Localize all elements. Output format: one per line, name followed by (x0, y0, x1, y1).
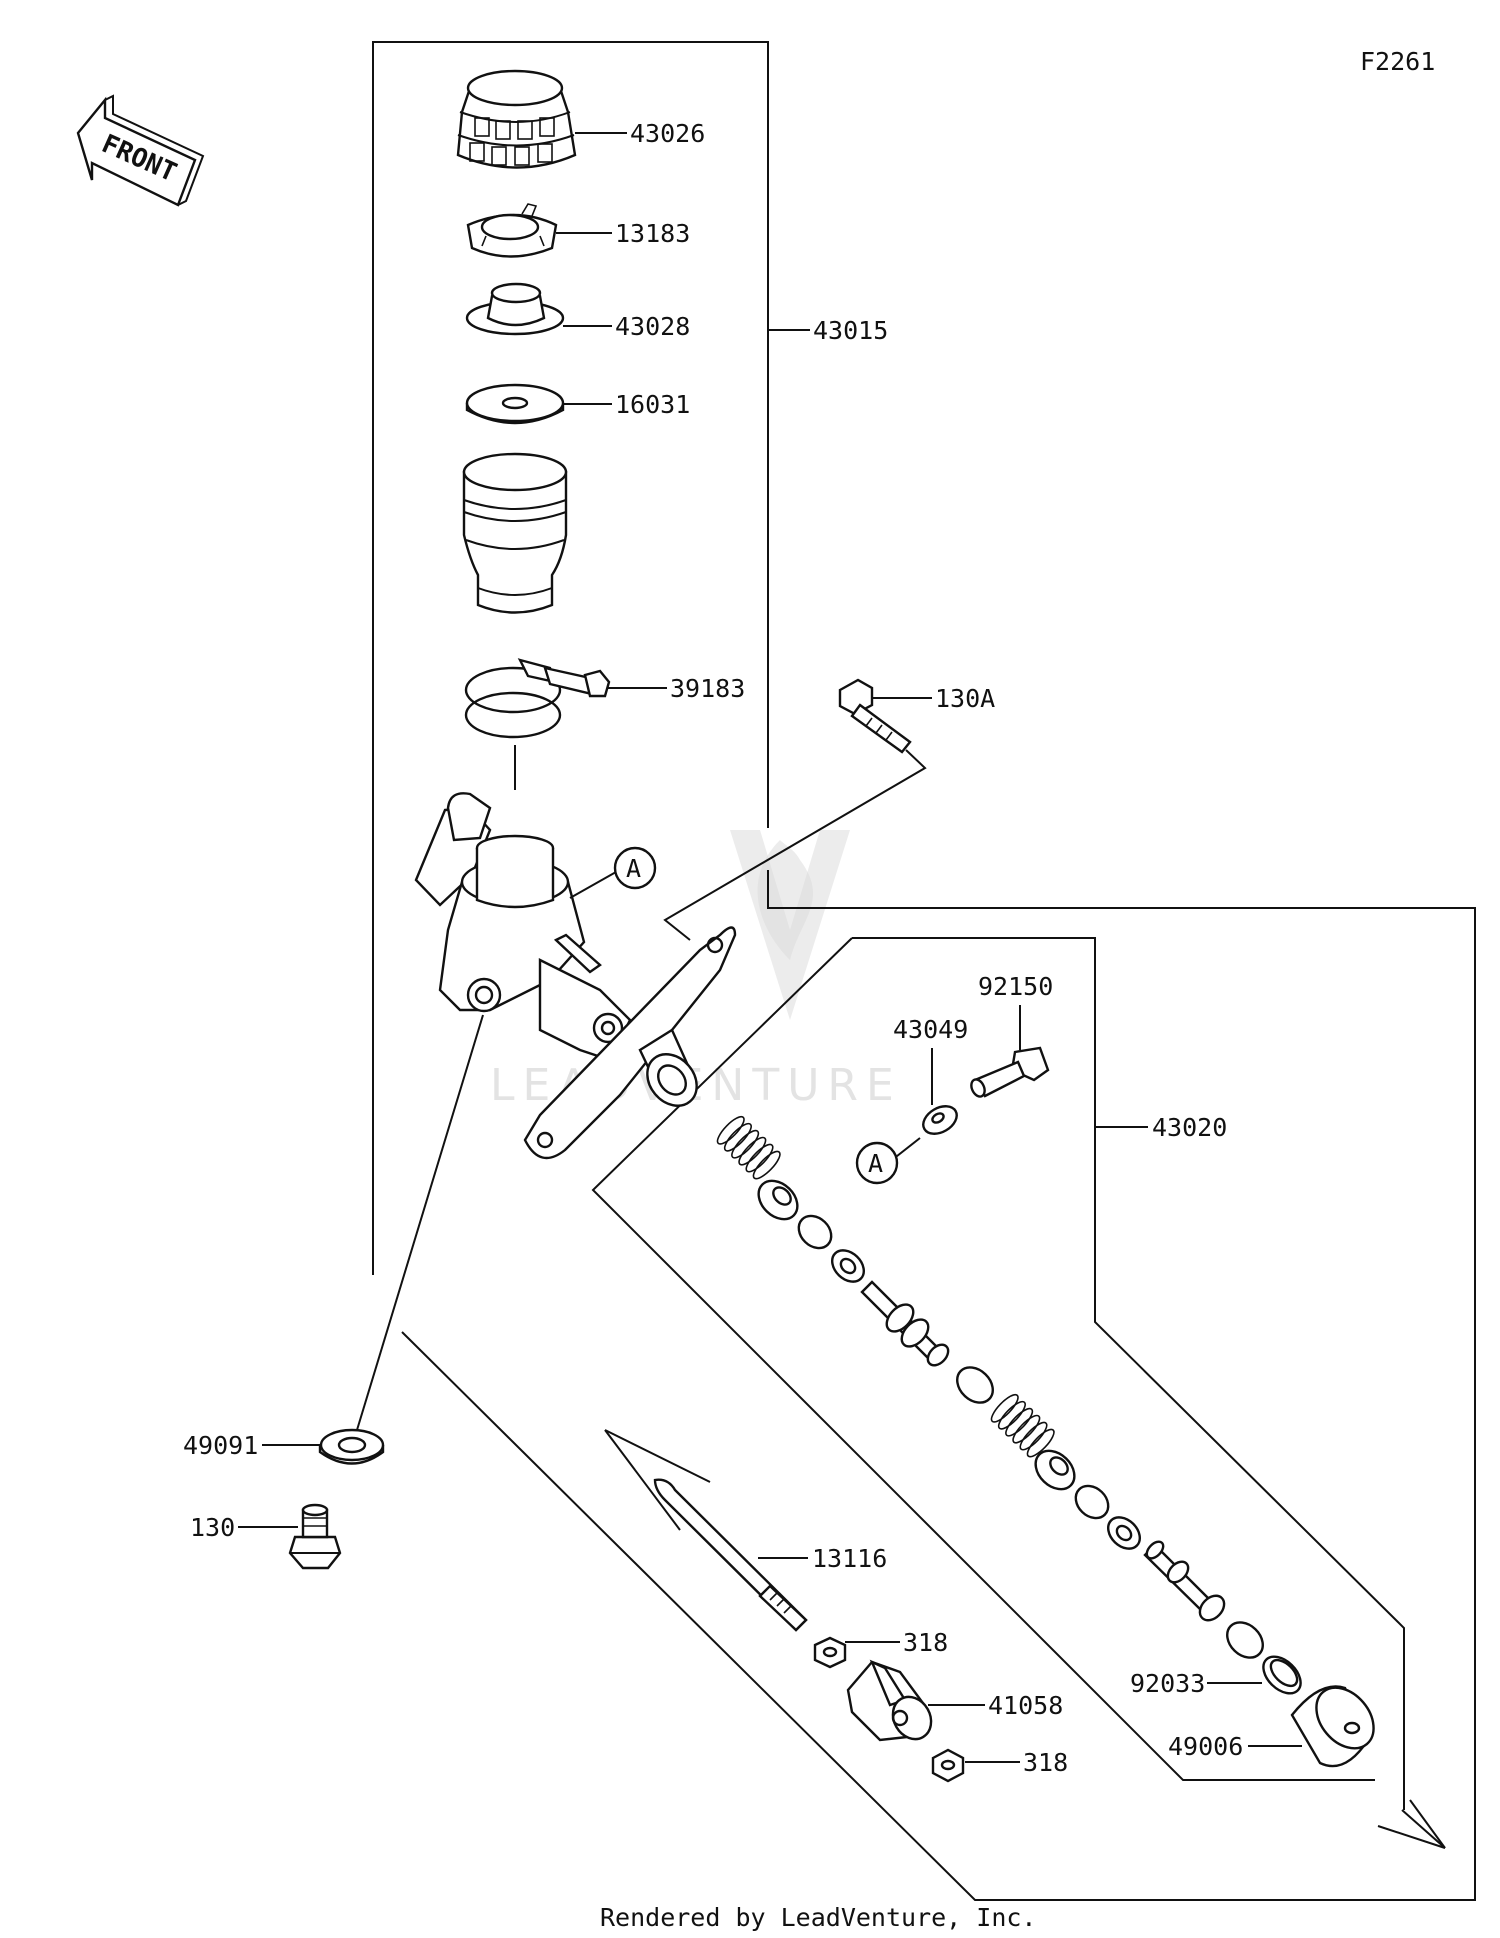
callout-43015: 43015 (813, 316, 888, 345)
svg-text:318: 318 (903, 1628, 948, 1657)
callout-318-a: 318 (845, 1628, 948, 1657)
svg-text:39183: 39183 (670, 674, 745, 703)
push-rod-guide (604, 1429, 1446, 1849)
front-arrow-icon: FRONT (76, 94, 205, 207)
svg-text:16031: 16031 (615, 390, 690, 419)
reservoir-body (462, 452, 568, 614)
callout-43026: 43026 (575, 119, 705, 148)
leader-49091-to-cylinder (356, 1014, 484, 1431)
reservoir-cap (456, 69, 577, 169)
svg-text:A: A (626, 854, 641, 883)
callout-43028: 43028 (563, 312, 690, 341)
assembly-43020-outline (591, 937, 1405, 1810)
svg-text:92033: 92033 (1130, 1669, 1205, 1698)
clevis (846, 1659, 933, 1742)
valve-stem-2 (1143, 1540, 1226, 1622)
svg-text:318: 318 (1023, 1748, 1068, 1777)
cup-3 (956, 1366, 994, 1404)
callout-39183: 39183 (608, 674, 745, 703)
svg-text:13116: 13116 (812, 1544, 887, 1573)
svg-text:49091: 49091 (183, 1431, 258, 1460)
callout-43049: 43049 (893, 1015, 968, 1105)
callout-49091: 49091 (183, 1431, 320, 1460)
washer-4 (1107, 1516, 1141, 1550)
svg-text:92150: 92150 (978, 972, 1053, 1001)
svg-text:43015: 43015 (813, 316, 888, 345)
dust-boot (1290, 1685, 1375, 1768)
callout-92150: 92150 (978, 972, 1053, 1050)
callout-16031: 16031 (563, 390, 690, 419)
circlip (1262, 1655, 1302, 1695)
valve-stem-1 (860, 1280, 950, 1367)
svg-text:43020: 43020 (1152, 1113, 1227, 1142)
hose-clamp (464, 658, 611, 739)
bolt-130A (838, 678, 912, 754)
svg-text:41058: 41058 (988, 1691, 1063, 1720)
cup-4 (1074, 1484, 1110, 1520)
svg-text:43026: 43026 (630, 119, 705, 148)
svg-text:130A: 130A (935, 684, 995, 713)
footer-credit: Rendered by LeadVenture, Inc. (600, 1903, 1037, 1932)
callout-318-b: 318 (965, 1748, 1068, 1777)
ref-marker-a-top: A (569, 846, 657, 899)
bleeder-cap (922, 1105, 958, 1135)
ref-marker-a-bottom: A (855, 1137, 921, 1185)
master-cylinder (414, 745, 737, 1160)
washer-2 (831, 1249, 865, 1283)
push-rod (653, 1478, 808, 1632)
cup-5 (1226, 1621, 1264, 1659)
figure-code: F2261 (1360, 47, 1435, 76)
callout-49006: 49006 (1168, 1732, 1302, 1761)
svg-text:43049: 43049 (893, 1015, 968, 1044)
piston-spring-2 (990, 1393, 1055, 1458)
primary-cup-2 (1034, 1449, 1076, 1491)
callout-130A: 130A (872, 684, 995, 713)
diaphragm (465, 282, 565, 336)
svg-text:43028: 43028 (615, 312, 690, 341)
reservoir-plate (466, 203, 558, 258)
bleeder-screw (970, 1046, 1050, 1098)
sealing-washer (318, 1428, 385, 1465)
leader-130A-to-cylinder (663, 749, 927, 941)
bolt-130 (288, 1503, 342, 1570)
assembly-43015-outline (372, 41, 1476, 1901)
lock-nut-1 (813, 1636, 847, 1669)
callout-13116: 13116 (758, 1544, 887, 1573)
callout-92033: 92033 (1130, 1669, 1262, 1698)
lock-nut-2 (931, 1748, 965, 1783)
callout-130: 130 (190, 1513, 298, 1542)
reservoir-washer (465, 383, 565, 425)
callout-41058: 41058 (928, 1691, 1063, 1720)
callout-43020: 43020 (1152, 1113, 1227, 1142)
svg-text:130: 130 (190, 1513, 235, 1542)
callout-13183: 13183 (556, 219, 690, 248)
piston-spring-1 (716, 1115, 781, 1180)
cup-2 (797, 1214, 833, 1250)
svg-text:A: A (868, 1149, 883, 1178)
svg-text:13183: 13183 (615, 219, 690, 248)
primary-cup-1 (757, 1179, 799, 1221)
svg-text:49006: 49006 (1168, 1732, 1243, 1761)
